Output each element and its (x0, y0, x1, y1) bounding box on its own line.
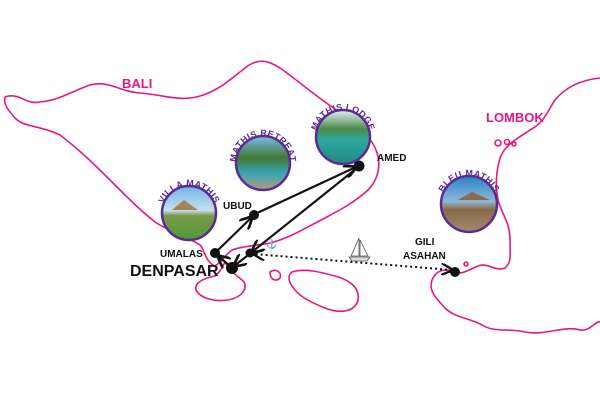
lombok-coastline (430, 77, 600, 334)
route-umalas-ubud (215, 217, 252, 253)
amed-label: AMED (377, 153, 406, 164)
umalas-label: UMALAS (160, 249, 203, 260)
ubud-label: UBUD (223, 201, 252, 212)
sailboat-icon (348, 237, 371, 262)
gili-islet (494, 139, 502, 147)
gili-label: GILI (415, 237, 435, 248)
stop-gili-asahan[interactable] (450, 267, 460, 277)
property-bleu-mathis[interactable]: BLEU MATHIS (436, 168, 501, 234)
route-ubud-amed (254, 167, 356, 215)
property-mathis-retreat[interactable]: MATHIS RETREAT (228, 128, 298, 192)
bali-label: BALI (122, 76, 152, 91)
lombok-label: LOMBOK (486, 110, 544, 125)
route-amed-sanur (252, 167, 358, 252)
stop-ubud[interactable] (249, 210, 259, 220)
mathis-retreat-photo[interactable] (234, 134, 292, 192)
bukit-coastline (195, 261, 246, 302)
gili-islet (511, 141, 517, 147)
anchor-icon: ⚓ (266, 238, 277, 249)
bali-coastline (3, 60, 380, 267)
bleu-mathis-photo[interactable] (439, 174, 499, 234)
stop-amed[interactable] (353, 160, 365, 172)
property-mathis-lodge[interactable]: MATHIS LODGE (309, 102, 377, 166)
villa-mathis-photo[interactable] (160, 184, 218, 242)
property-villa-mathis[interactable]: VILLA MATHIS (156, 178, 221, 242)
mathis-lodge-photo[interactable] (314, 108, 372, 166)
ferry-route-gili-sanur (254, 254, 452, 270)
gili-asahan-islet (463, 261, 469, 267)
denpasar-label: DENPASAR (130, 263, 219, 280)
stop-denpasar[interactable] (226, 262, 238, 274)
stop-sanur-port[interactable] (245, 248, 255, 258)
stop-umalas[interactable] (210, 248, 220, 258)
gili-islet (503, 138, 511, 146)
nusa-penida-coastline (288, 269, 360, 313)
nusa-lembongan-coastline (269, 269, 282, 281)
asahan-label: ASAHAN (403, 251, 446, 262)
